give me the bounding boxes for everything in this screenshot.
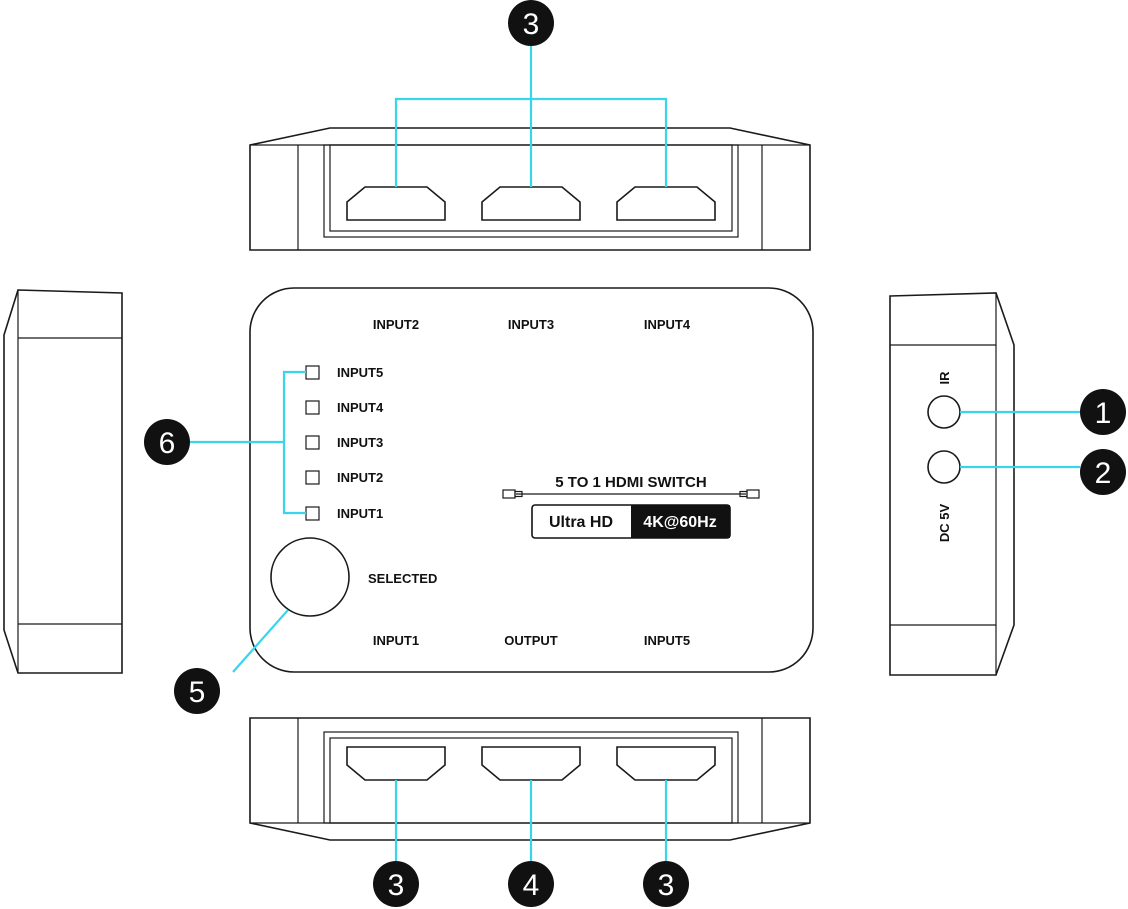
hdmi-port-top-3 <box>616 186 716 221</box>
led-input3 <box>305 435 320 450</box>
bottom-label-input5: INPUT5 <box>644 633 690 648</box>
led-input1 <box>305 506 320 521</box>
hdmi-port-bottom-1 <box>346 746 446 781</box>
ir-label: IR <box>937 371 952 385</box>
ir-receiver <box>927 395 961 429</box>
selected-button[interactable] <box>270 537 350 617</box>
led-label-input2: INPUT2 <box>337 470 383 485</box>
led-input4 <box>305 400 320 415</box>
hdmi-port-bottom-3 <box>616 746 716 781</box>
callout-6: 6 <box>144 419 190 465</box>
led-label-input4: INPUT4 <box>337 400 384 415</box>
svg-text:3: 3 <box>658 869 675 902</box>
main-device-view: INPUT2 INPUT3 INPUT4 INPUT5 INPUT4 INPUT… <box>249 287 814 673</box>
callout-lines <box>190 45 1080 862</box>
svg-text:4: 4 <box>523 869 540 902</box>
svg-text:5: 5 <box>189 676 206 709</box>
callout-5: 5 <box>174 668 220 714</box>
callout-3-bottom-right: 3 <box>643 861 689 907</box>
dc-label: DC 5V <box>937 504 952 543</box>
badge-ultra-hd: Ultra HD <box>549 514 613 531</box>
svg-text:3: 3 <box>388 869 405 902</box>
ultra-hd-badge: Ultra HD 4K@60Hz <box>531 504 731 539</box>
hdmi-port-bottom-2 <box>481 746 581 781</box>
callout-2: 2 <box>1080 449 1126 495</box>
led-label-input3: INPUT3 <box>337 435 383 450</box>
callout-1: 1 <box>1080 389 1126 435</box>
led-input2 <box>305 470 320 485</box>
svg-text:3: 3 <box>523 8 540 41</box>
bottom-label-output: OUTPUT <box>504 633 558 648</box>
hdmi-port-top-2 <box>481 186 581 221</box>
top-label-input3: INPUT3 <box>508 317 554 332</box>
bottom-label-input1: INPUT1 <box>373 633 419 648</box>
top-label-input4: INPUT4 <box>644 317 691 332</box>
selected-label: SELECTED <box>368 571 437 586</box>
hdmi-cable-icon <box>502 489 760 499</box>
svg-text:1: 1 <box>1095 397 1112 430</box>
led-input5 <box>305 365 320 380</box>
hdmi-port-top-1 <box>346 186 446 221</box>
left-side-view <box>3 289 123 674</box>
badge-4k60hz: 4K@60Hz <box>643 514 716 531</box>
callout-3-bottom-left: 3 <box>373 861 419 907</box>
right-side-view: IR DC 5V <box>889 292 1015 676</box>
dc-power-jack <box>927 450 961 484</box>
callout-3-top: 3 <box>508 0 554 46</box>
svg-text:2: 2 <box>1095 457 1112 490</box>
callout-4: 4 <box>508 861 554 907</box>
top-label-input2: INPUT2 <box>373 317 419 332</box>
svg-text:6: 6 <box>159 427 176 460</box>
led-label-input1: INPUT1 <box>337 506 383 521</box>
led-label-input5: INPUT5 <box>337 365 383 380</box>
brand-title: 5 TO 1 HDMI SWITCH <box>555 474 706 491</box>
